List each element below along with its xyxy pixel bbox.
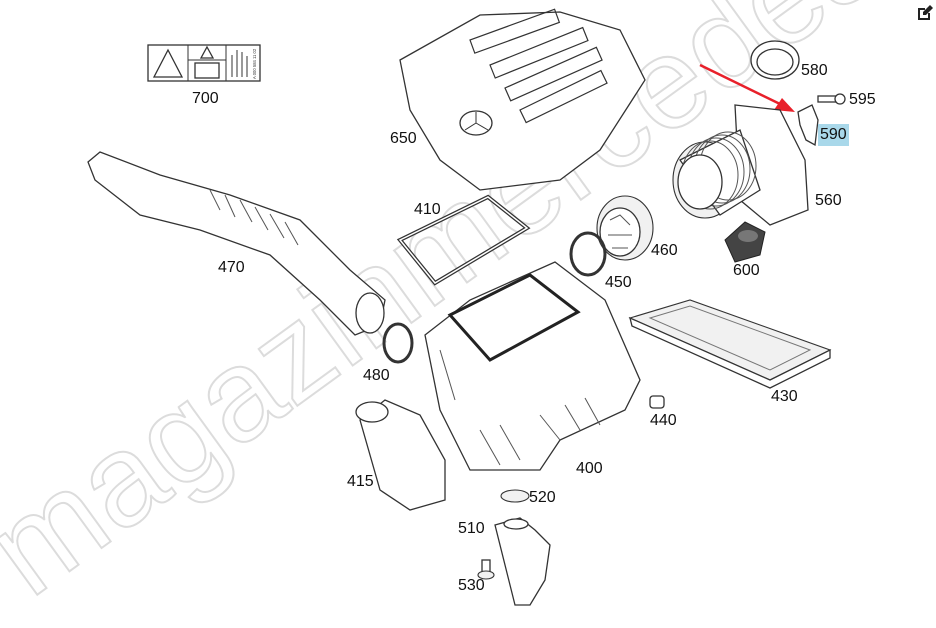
part-560-intake-housing[interactable] [672,104,809,226]
part-415-air-duct[interactable] [355,399,446,511]
label-460[interactable]: 460 [651,242,678,259]
part-510-bracket[interactable] [494,517,551,606]
label-415[interactable]: 415 [347,473,374,490]
label-595[interactable]: 595 [849,91,876,108]
part-460-mass-air-flow-sensor[interactable] [596,195,654,261]
part-520-rubber-mount[interactable] [500,489,530,503]
edit-icon[interactable] [916,4,934,22]
part-580-seal-ring[interactable] [750,40,800,80]
label-700[interactable]: 700 [192,90,219,107]
part-450-o-ring[interactable] [569,231,607,277]
part-430-air-filter[interactable] [628,299,832,389]
part-480-seal-ring[interactable] [382,322,414,364]
label-510[interactable]: 510 [458,520,485,537]
part-590-bracket[interactable] [797,104,819,147]
label-650[interactable]: 650 [390,130,417,147]
label-560[interactable]: 560 [815,192,842,209]
part-530-bolt[interactable] [477,559,495,580]
part-600-rubber-cap[interactable] [724,221,766,263]
part-470-air-intake-duct[interactable] [87,151,386,336]
label-400[interactable]: 400 [576,460,603,477]
label-410[interactable]: 410 [414,201,441,218]
part-400-air-filter-housing[interactable] [424,261,665,471]
label-470[interactable]: 470 [218,259,245,276]
label-600[interactable]: 600 [733,262,760,279]
label-440[interactable]: 440 [650,412,677,429]
label-480[interactable]: 480 [363,367,390,384]
pointer-arrow [699,63,795,112]
label-580[interactable]: 580 [801,62,828,79]
part-595-bolt[interactable] [817,93,846,105]
part-700-warning-label[interactable]: A 000 584 11 02 [147,44,261,82]
label-520[interactable]: 520 [529,489,556,506]
label-450[interactable]: 450 [605,274,632,291]
part-410-gasket[interactable] [396,194,531,286]
label-530[interactable]: 530 [458,577,485,594]
part-650-engine-cover[interactable] [399,8,646,191]
label-590-highlighted[interactable]: 590 [818,124,849,146]
label-430[interactable]: 430 [771,388,798,405]
warning-label-part-number: A 000 584 11 02 [252,48,257,79]
